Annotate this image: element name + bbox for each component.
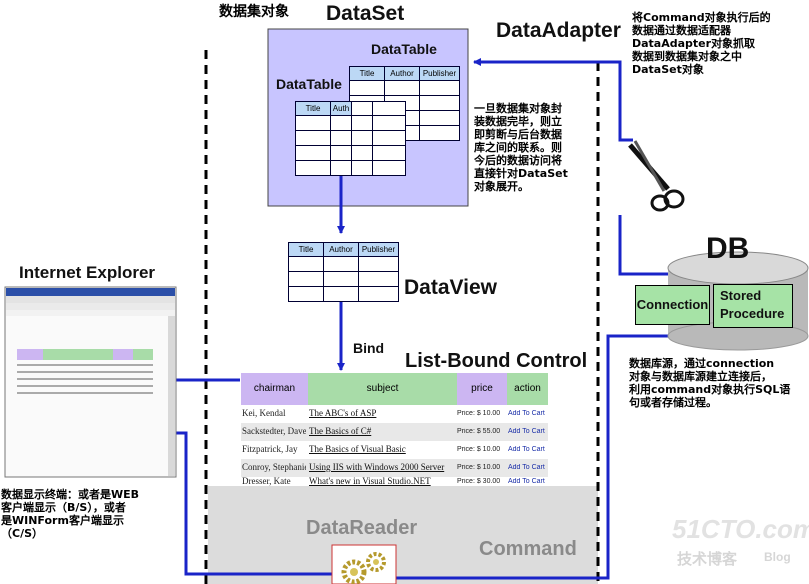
datatable-back-title: DataTable [371,41,437,57]
note-line: 即剪断与后台数据 [474,128,562,141]
gears-icon [331,544,397,584]
internet-explorer-title: Internet Explorer [19,263,156,282]
note-line: 库之间的联系。则 [474,141,562,154]
line-command-to-db [396,334,672,580]
lb-price: Price: $ 10.00 [457,464,501,471]
lb-price: Price: $ 55.00 [457,428,501,435]
dataset-cn-label: 数据集对象 [219,4,289,20]
note-line: DataAdapter对象抓取 [632,37,756,50]
note-line: 对象展开。 [474,180,529,193]
lb-name: Dresser, Kate [242,477,291,486]
col-header: Author [323,242,359,257]
lb-header-subject: subject [308,373,457,405]
note-line: DataSet对象 [632,63,704,76]
lb-price: Price: $ 10.00 [457,446,501,453]
table-row: Kei, Kendal The ABC's of ASP Price: $ 10… [241,405,548,423]
col-header: Title [349,66,385,81]
table-row: Fitzpatrick, Jay The Basics of Visual Ba… [241,441,548,459]
table-row: Sackstedter, Dave The Basics of C# Price… [241,423,548,441]
dataset-title: DataSet [326,2,405,25]
list-bound-header: chairman subject price action [241,373,548,405]
note-line: 句或者存储过程。 [629,396,717,409]
col-header: Title [288,242,324,257]
note-line: 一旦数据集对象封 [474,102,562,115]
stored-procedure-label-2: Procedure [720,306,785,321]
command-title: Command [479,538,577,560]
lb-action[interactable]: Add To Cart [508,428,545,435]
dataadapter-title: DataAdapter [496,19,621,42]
note-disconnect: 一旦数据集对象封 装数据完毕，则立 即剪断与后台数据 库之间的联系。则 今后的数… [474,102,568,193]
note-line: 装数据完毕，则立 [474,115,562,128]
browser-window-icon [4,286,177,478]
col-header: Publisher [419,66,460,81]
lb-action[interactable]: Add To Cart [508,446,545,453]
note-line: 对象与数据库源建立连接后， [629,370,772,383]
note-line: 客户端显示（B/S），或者 [1,501,126,514]
lb-action[interactable]: Add To Cart [508,478,545,485]
note-db-source: 数据库源，通过connection 对象与数据库源建立连接后， 利用comman… [629,357,790,409]
datareader-panel [208,486,598,584]
lb-subject[interactable]: The Basics of C# [309,426,372,436]
stored-procedure-box: Stored Procedure [713,284,793,328]
lb-subject[interactable]: Using IIS with Windows 2000 Server [309,462,445,472]
lb-subject[interactable]: The ABC's of ASP [309,408,377,418]
bind-label: Bind [353,340,385,356]
lb-action[interactable]: Add To Cart [508,410,545,417]
lb-name: Conroy, Stephanie [242,462,306,472]
watermark-blog: Blog [764,550,791,564]
datatable-front: Title Auth [295,101,406,176]
lb-price: Price: $ 30.00 [457,478,501,485]
lb-action[interactable]: Add To Cart [508,464,545,471]
lb-header-chairman: chairman [241,373,308,405]
note-client: 数据显示终端：或者是WEB 客户端显示（B/S），或者 是WINForm客户端显… [1,488,139,540]
scissors-icon [628,140,685,212]
note-line: 将Command对象执行后的 [632,11,771,24]
connection-box: Connection [635,285,710,325]
lb-header-price: price [457,373,507,405]
watermark-site: 51CTO.com [672,514,809,544]
lb-name: Fitzpatrick, Jay [242,444,298,454]
lb-price: Price: $ 10.00 [457,410,501,417]
arrow-db-to-dataadapter [618,215,680,276]
watermark-sub: 技术博客 [677,550,738,568]
db-title: DB [706,232,750,265]
table-row: Dresser, Kate What's new in Visual Studi… [241,477,548,486]
note-line: （C/S） [1,527,44,540]
lb-header-action: action [507,373,548,405]
note-line: 今后的数据访问将 [474,154,562,167]
note-dataadapter: 将Command对象执行后的 数据通过数据适配器 DataAdapter对象抓取… [632,11,771,76]
note-line: 利用command对象执行SQL语 [629,383,791,396]
dataview-table: Title Author Publisher [288,242,399,302]
connection-label: Connection [636,297,709,312]
lb-subject[interactable]: The Basics of Visual Basic [309,444,406,454]
stored-procedure-label-1: Stored [720,288,762,303]
list-bound-title: List-Bound Control [405,350,588,372]
note-line: 数据显示终端：或者是WEB [1,488,140,501]
dataview-title: DataView [404,276,497,299]
note-line: 数据到数据集对象之中 [632,50,742,63]
lb-subject[interactable]: What's new in Visual Studio.NET [309,477,431,486]
datatable-front-title: DataTable [276,76,342,92]
note-line: 数据通过数据适配器 [632,24,731,37]
col-header: Publisher [358,242,399,257]
col-header: Title [295,101,331,116]
col-header: Author [384,66,420,81]
arrow-adapter-to-dataset [473,58,633,142]
note-line: 直接针对DataSet [474,167,568,180]
datareader-title: DataReader [306,517,418,539]
lb-name: Kei, Kendal [242,408,286,418]
col-header: Auth [330,101,352,116]
note-line: 是WINForm客户端显示 [1,514,124,527]
table-row: Conroy, Stephanie Using IIS with Windows… [241,459,548,477]
lb-name: Sackstedter, Dave [242,426,306,436]
note-line: 数据库源，通过connection [629,357,775,370]
